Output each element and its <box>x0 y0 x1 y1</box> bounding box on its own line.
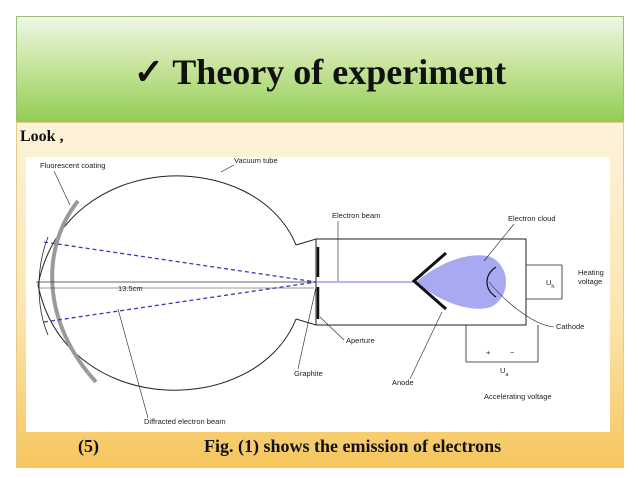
anode <box>411 251 447 311</box>
diffracted-beam-lower <box>43 281 317 323</box>
distance-label: 13.5cm <box>118 284 143 293</box>
screen-curve <box>38 236 49 336</box>
slide-title: ✓ Theory of experiment <box>17 52 623 92</box>
ua-label: Ua <box>500 366 509 378</box>
electron-cloud <box>416 255 506 309</box>
anode-label: Anode <box>392 378 414 387</box>
electron-diffraction-diagram: 13.5cm Uh Heating voltage + − Ua Acceler… <box>36 156 604 426</box>
check-mark-icon: ✓ <box>133 52 164 92</box>
heating-voltage-label-1: Heating <box>578 268 604 277</box>
plus-sign: + <box>486 348 491 357</box>
diffracted-beam-label: Diffracted electron beam <box>144 417 226 426</box>
fluorescent-coating-label: Fluorescent coating <box>40 161 105 170</box>
aperture-label: Aperture <box>346 336 375 345</box>
caption-number: (5) <box>78 436 99 456</box>
cathode-label: Cathode <box>556 322 584 331</box>
intro-text: Look , <box>20 128 64 145</box>
electron-beam-label: Electron beam <box>332 211 380 220</box>
graphite-label: Graphite <box>294 369 323 378</box>
title-label: Theory of experiment <box>172 52 507 92</box>
diffracted-beam-upper <box>43 241 317 283</box>
vacuum-tube-bulb <box>37 175 297 391</box>
uh-label: Uh <box>546 278 554 290</box>
cathode <box>486 266 497 298</box>
tube-body <box>316 238 527 326</box>
accelerating-voltage-label: Accelerating voltage <box>484 392 552 401</box>
caption-text: Fig. (1) shows the emission of electrons <box>204 436 502 456</box>
fluorescent-coating <box>50 199 98 384</box>
title-bar: ✓ Theory of experiment <box>16 16 624 122</box>
electron-cloud-label: Electron cloud <box>508 214 556 223</box>
heating-voltage-label-2: voltage <box>578 277 602 286</box>
vacuum-tube-label: Vacuum tube <box>234 157 278 165</box>
diagram-area: 13.5cm Uh Heating voltage + − Ua Acceler… <box>26 156 610 432</box>
minus-sign: − <box>510 348 515 357</box>
